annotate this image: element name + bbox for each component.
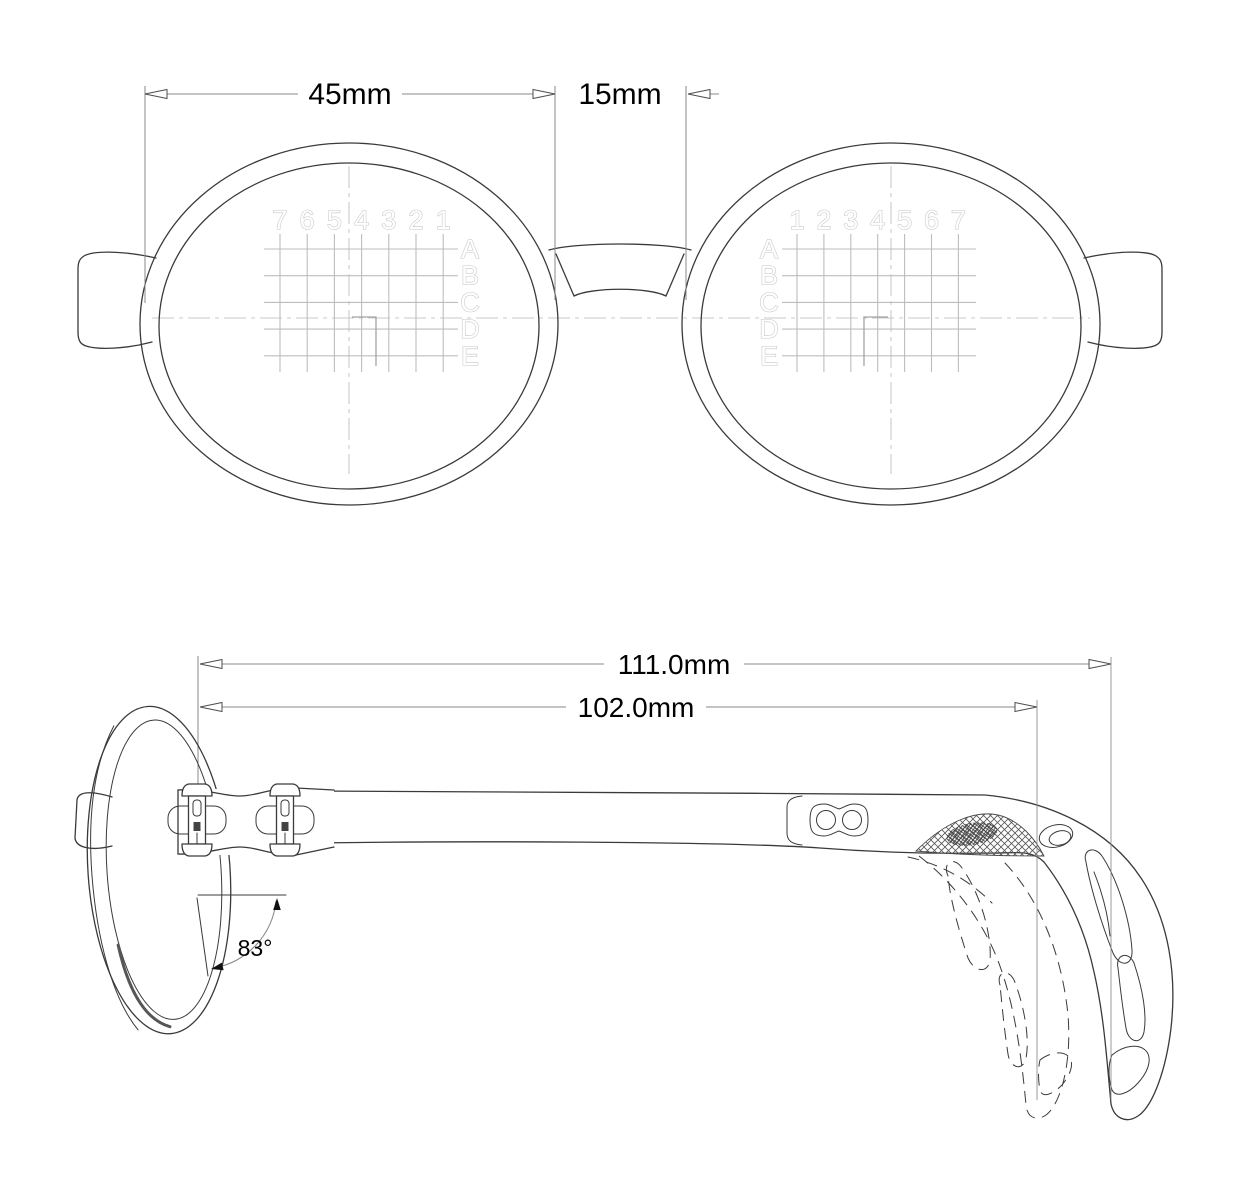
hook-oval-hole xyxy=(1038,824,1074,848)
grid-row-label: D xyxy=(759,314,779,344)
hook-lower-slot xyxy=(1117,954,1146,1042)
screw-nut xyxy=(281,822,289,831)
grid-column-label: 3 xyxy=(843,205,858,235)
grid-column-label: 3 xyxy=(381,205,396,235)
lens-side-profile xyxy=(86,705,232,1035)
grid-column-label: 5 xyxy=(327,205,342,235)
side-dimensions: 111.0mm 102.0mm xyxy=(197,649,1112,784)
grid-row-label: E xyxy=(760,341,778,371)
frame-profile-front-face xyxy=(90,725,139,1031)
bridge-left-chamfer xyxy=(555,253,575,297)
grid-row-label: D xyxy=(460,314,480,344)
lens-profile-inner xyxy=(105,719,223,1020)
bridge-width-dimension-label: 15mm xyxy=(578,78,661,111)
angle-arrowhead-lower-icon xyxy=(211,962,224,971)
bridge-top-edge xyxy=(548,243,692,251)
grid-column-label: 6 xyxy=(924,205,939,235)
side-view: 111.0mm 102.0mm xyxy=(74,649,1174,1121)
hook-upper-slot xyxy=(1084,849,1133,964)
screw-slot xyxy=(280,799,290,817)
grip-insert-core xyxy=(946,822,998,846)
angle-arrowhead-upper-icon xyxy=(273,898,281,910)
grid-column-label: 4 xyxy=(354,205,369,235)
grid-row-label: B xyxy=(760,261,778,291)
hinge-screw xyxy=(269,783,301,857)
angle-lens-plane-line xyxy=(196,897,209,977)
left-endpiece xyxy=(77,251,157,349)
hook-tip-cutout xyxy=(1108,1045,1150,1095)
hook-slot-fork-line xyxy=(1093,871,1111,937)
hook-oval-hole-inner xyxy=(1048,830,1072,846)
grid-row-label: A xyxy=(760,234,778,264)
right-lens-inner-rim xyxy=(700,162,1082,490)
lens-width-dimension-label: 45mm xyxy=(308,78,391,111)
left-lens-inner-rim xyxy=(158,162,540,490)
hook-alternate-upper-slot xyxy=(946,861,991,970)
hook-alternate-tip-cutout xyxy=(1038,1052,1073,1096)
temple-arm xyxy=(311,790,1174,1121)
hook-alternate-outline xyxy=(914,852,1070,1119)
grid-row-label: C xyxy=(460,287,480,317)
tip-piece-rivet-hole-right xyxy=(842,810,862,830)
tip-piece-rivet-plate xyxy=(809,803,869,837)
pantoscopic-angle-annotation: 83° xyxy=(196,894,287,977)
lens-edge-shading xyxy=(116,943,172,1029)
screw-nut xyxy=(193,822,201,831)
hinge-assembly xyxy=(167,783,335,857)
left-lens-corridor-mark xyxy=(352,316,377,366)
nose-arch xyxy=(573,288,667,297)
grid-column-label: 2 xyxy=(816,205,831,235)
grid-column-label: 5 xyxy=(897,205,912,235)
pantoscopic-angle-label: 83° xyxy=(238,935,273,961)
bridge-right-chamfer xyxy=(665,253,685,297)
arrowhead-left-icon xyxy=(687,88,711,100)
frame-profile-outer xyxy=(86,705,232,1035)
grid-column-label: 1 xyxy=(789,205,804,235)
hook-alternate-inner-curve xyxy=(907,856,993,904)
nose-pad-profile xyxy=(74,792,113,849)
arrowhead-left-icon xyxy=(199,701,223,713)
screw-flange xyxy=(269,843,301,857)
grid-row-label: C xyxy=(759,287,779,317)
tip-piece-rivet-hole-left xyxy=(816,810,836,830)
front-dimensions: 45mm 15mm xyxy=(144,78,719,303)
arrowhead-left-icon xyxy=(144,88,168,100)
right-endpiece xyxy=(1083,251,1163,349)
temple-hook-alternate-position xyxy=(907,852,1073,1119)
grid-column-label: 1 xyxy=(436,205,451,235)
left-lens-outer-rim xyxy=(139,142,559,506)
temple-length-dimension-label: 102.0mm xyxy=(578,692,695,723)
grid-row-label: B xyxy=(461,261,479,291)
screw-flange xyxy=(181,843,213,857)
grid-row-label: E xyxy=(461,341,479,371)
grid-column-label: 4 xyxy=(870,205,885,235)
arrowhead-right-icon xyxy=(1014,701,1038,713)
grid-column-label: 7 xyxy=(272,205,287,235)
screw-cap xyxy=(269,783,301,797)
screw-cap xyxy=(181,783,213,797)
arrowhead-right-icon xyxy=(532,88,556,100)
grid-column-label: 7 xyxy=(951,205,966,235)
hinge-screws xyxy=(181,783,301,857)
temple-hook-details xyxy=(809,803,1150,1095)
arrowhead-left-icon xyxy=(199,658,223,670)
screw-slot xyxy=(192,799,202,817)
hook-alternate-lower-slot xyxy=(998,972,1028,1068)
grid-row-label: A xyxy=(461,234,479,264)
overall-length-dimension-label: 111.0mm xyxy=(618,649,731,680)
grid-column-label: 6 xyxy=(300,205,315,235)
hinge-screw xyxy=(181,783,213,857)
angle-arc xyxy=(213,900,277,969)
grid-column-label: 2 xyxy=(408,205,423,235)
right-lens-outer-rim xyxy=(681,142,1101,506)
right-lens-corridor-mark xyxy=(863,316,888,366)
arrowhead-right-icon xyxy=(1088,658,1112,670)
temple-tip-joint xyxy=(786,795,803,846)
